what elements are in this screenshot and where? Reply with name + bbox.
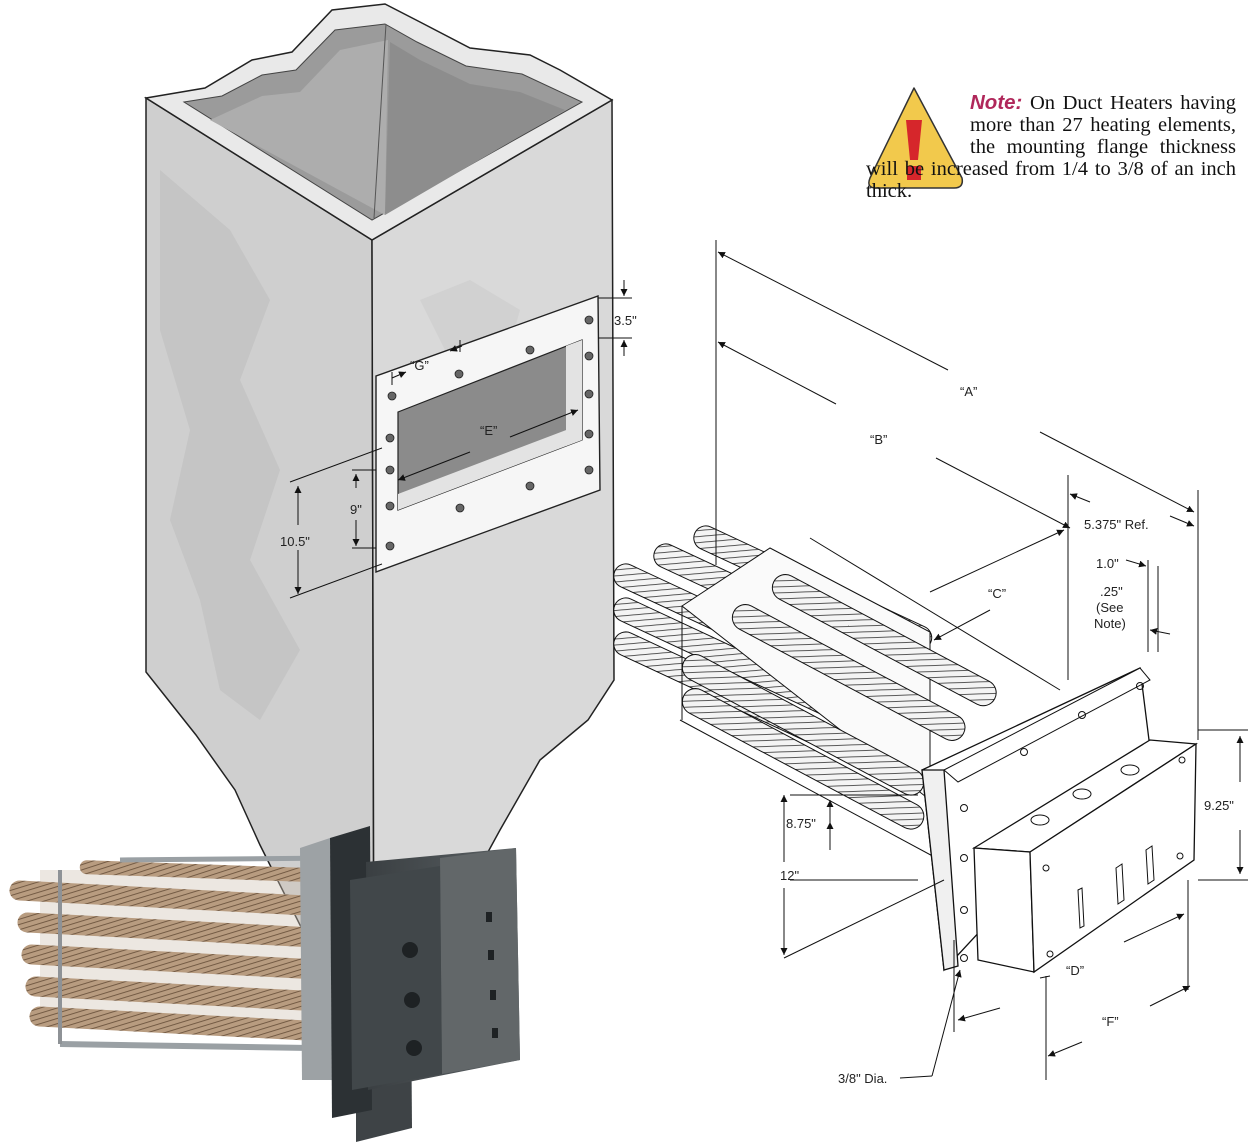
dim-b-label: “B” [870, 432, 887, 447]
dim-c-label: “C” [988, 586, 1006, 601]
dim-9-25-label: 9.25" [1204, 798, 1234, 813]
dim-note-label: Note) [1094, 616, 1126, 631]
note-label: Note: [970, 91, 1023, 114]
dim-g-label: “G” [410, 358, 429, 373]
dim-1-0-label: 1.0" [1096, 556, 1119, 571]
dim-9-label: 9" [350, 502, 362, 517]
dim-ref-label: 5.375" Ref. [1084, 517, 1149, 532]
dim-8-75-label: 8.75" [786, 816, 816, 831]
dim-e-label: “E” [480, 423, 497, 438]
duct-illustration [143, 3, 632, 1035]
warning-icon [868, 87, 964, 189]
dim-f-label: “F” [1102, 1014, 1119, 1029]
dim-12-label: 12" [780, 868, 799, 883]
note-text: On Duct Heaters having more than 27 heat… [866, 92, 1236, 202]
dim-3-5-label: 3.5" [614, 313, 637, 328]
dim-10-5-label: 10.5" [280, 534, 310, 549]
note-block: Note: On Duct Heaters having more than 2… [866, 91, 1236, 203]
duct-heater-photo [9, 826, 520, 1142]
dim-25-label: .25" [1100, 584, 1123, 599]
duct-heater-drawing [613, 525, 1198, 974]
dim-dia-label: 3/8" Dia. [838, 1071, 887, 1086]
dim-a-label: “A” [960, 384, 977, 399]
dim-d-label: “D” [1066, 963, 1084, 978]
note-icon-spacer [866, 92, 970, 158]
dim-see-label: (See [1096, 600, 1123, 615]
